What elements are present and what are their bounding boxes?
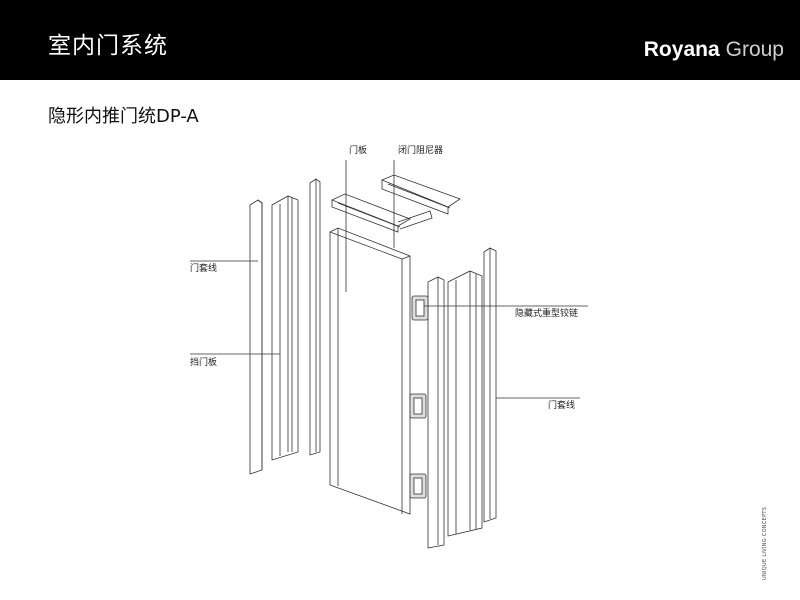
left-frame-trim bbox=[249, 199, 263, 475]
page-title: 室内门系统 bbox=[48, 33, 168, 59]
hinge-bottom bbox=[409, 473, 427, 499]
label-stop-board: 挡门板 bbox=[190, 358, 218, 368]
label-hidden-hinge: 隐藏式重型铰链 bbox=[515, 309, 579, 319]
diagram-subtitle: 隐形内推门统DP-A bbox=[48, 106, 199, 127]
label-frame-right: 门套线 bbox=[548, 401, 576, 411]
label-door-panel: 门板 bbox=[349, 146, 368, 156]
door-closer-shape bbox=[330, 193, 411, 227]
door-panel-shape bbox=[329, 227, 411, 515]
brand-suffix: Group bbox=[725, 38, 784, 61]
brand-name: Royana bbox=[643, 38, 720, 61]
left-inner-strip bbox=[309, 178, 321, 456]
label-door-closer: 闭门阻尼器 bbox=[398, 146, 444, 156]
right-stop-board bbox=[447, 270, 483, 537]
side-tagline: UNIQUE LIVING CONCEPTS bbox=[762, 506, 768, 580]
label-frame-left: 门套线 bbox=[190, 264, 218, 274]
hinge-middle bbox=[409, 393, 427, 419]
right-inner-frame bbox=[427, 276, 445, 549]
hinge-top bbox=[411, 295, 429, 321]
left-stop-board bbox=[271, 195, 299, 461]
